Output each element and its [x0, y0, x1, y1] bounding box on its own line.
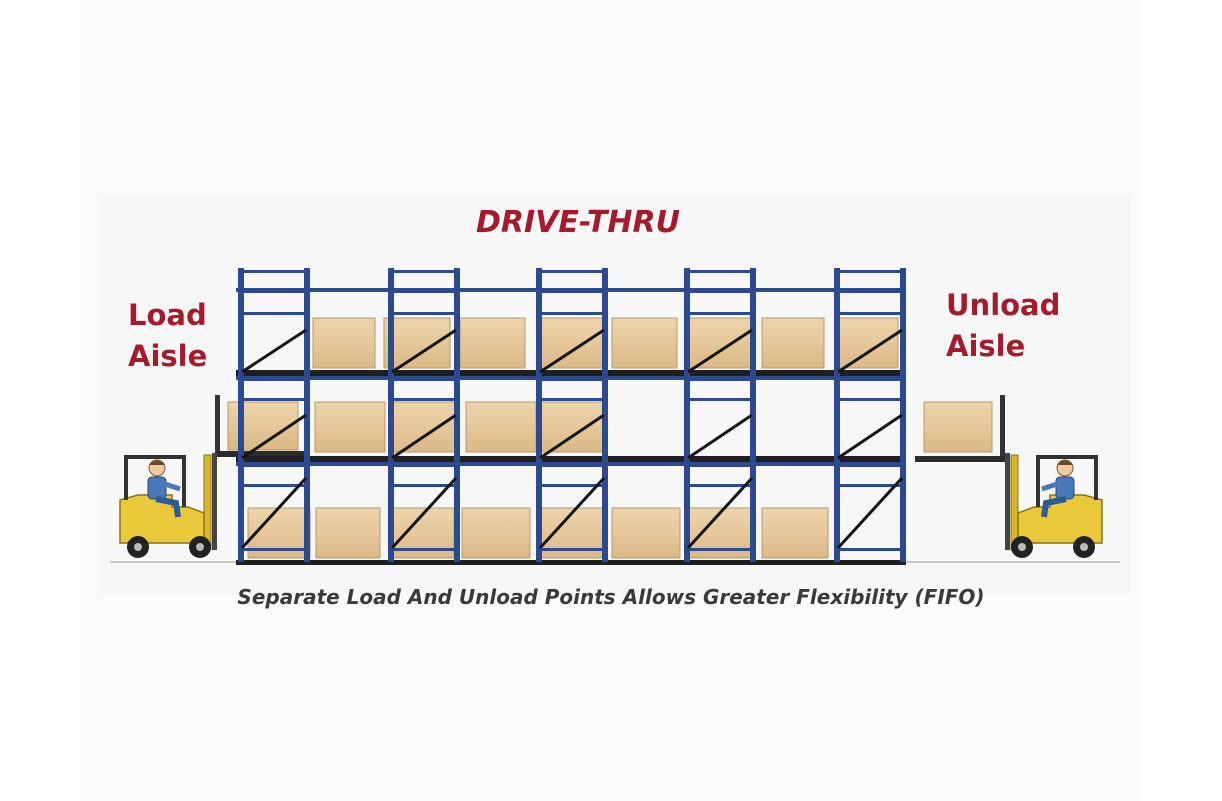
diagram-title: DRIVE-THRU: [476, 205, 680, 240]
unload-aisle-line-1: Unload: [946, 288, 1061, 322]
rack-frame: [238, 268, 310, 562]
shelf-beam: [236, 370, 906, 376]
diagram-caption: Separate Load And Unload Points Allows G…: [237, 585, 985, 609]
load-aisle-line-2: Aisle: [128, 339, 208, 373]
rack-frame: [536, 268, 608, 562]
unload-aisle-line-2: Aisle: [946, 329, 1026, 363]
unload-platform: [915, 395, 1005, 462]
load-aisle-line-1: Load: [128, 298, 207, 332]
rack-frames: [238, 268, 906, 562]
shelf-beam: [236, 560, 906, 565]
load-aisle-label: Load Aisle: [128, 295, 207, 377]
rack-frame: [834, 268, 906, 562]
rack-frame: [388, 268, 460, 562]
rack-frame: [684, 268, 756, 562]
unload-aisle-label: Unload Aisle: [946, 285, 1060, 367]
cargo-box: [923, 401, 993, 453]
shelf-beam: [236, 456, 906, 462]
forklift-icon: [1005, 453, 1103, 558]
forklift-icon: [119, 453, 217, 558]
